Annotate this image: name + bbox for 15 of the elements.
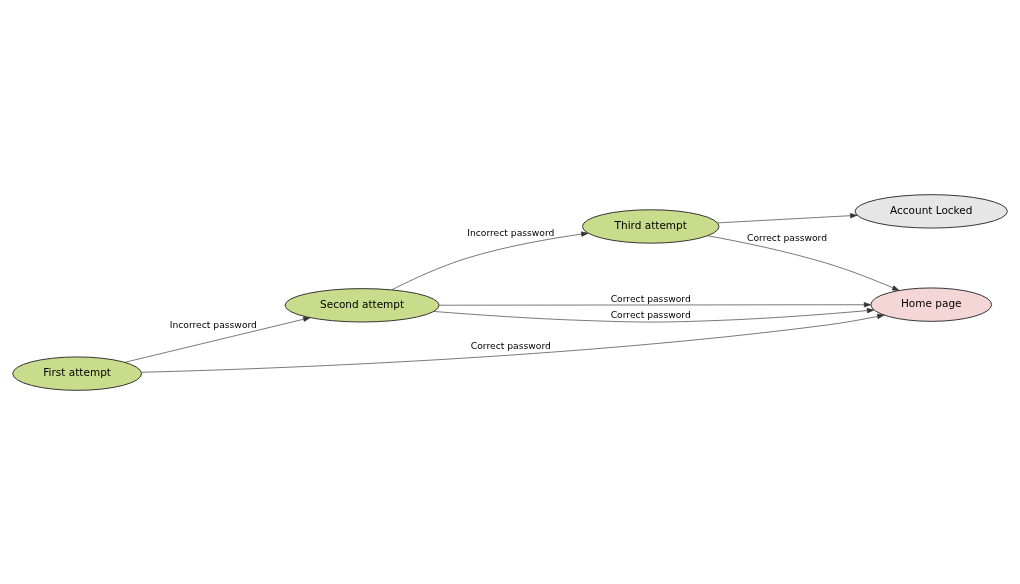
edge-label: Incorrect password [467, 226, 555, 238]
arrow [391, 231, 589, 290]
arrow [717, 212, 858, 223]
arrow [141, 313, 885, 373]
edge-label: Correct password [470, 339, 551, 351]
node-ellipse: First attempt [12, 355, 143, 391]
edge-label: Correct password [610, 292, 691, 304]
edge-label: Correct password [747, 231, 828, 243]
node-ellipse: Account Locked [854, 193, 1008, 229]
edge-label: Correct password [610, 308, 691, 320]
arrow [124, 316, 311, 363]
arrow [433, 307, 875, 322]
edge-label: Incorrect password [169, 318, 257, 330]
arrow [707, 234, 900, 291]
arrow [439, 301, 872, 307]
